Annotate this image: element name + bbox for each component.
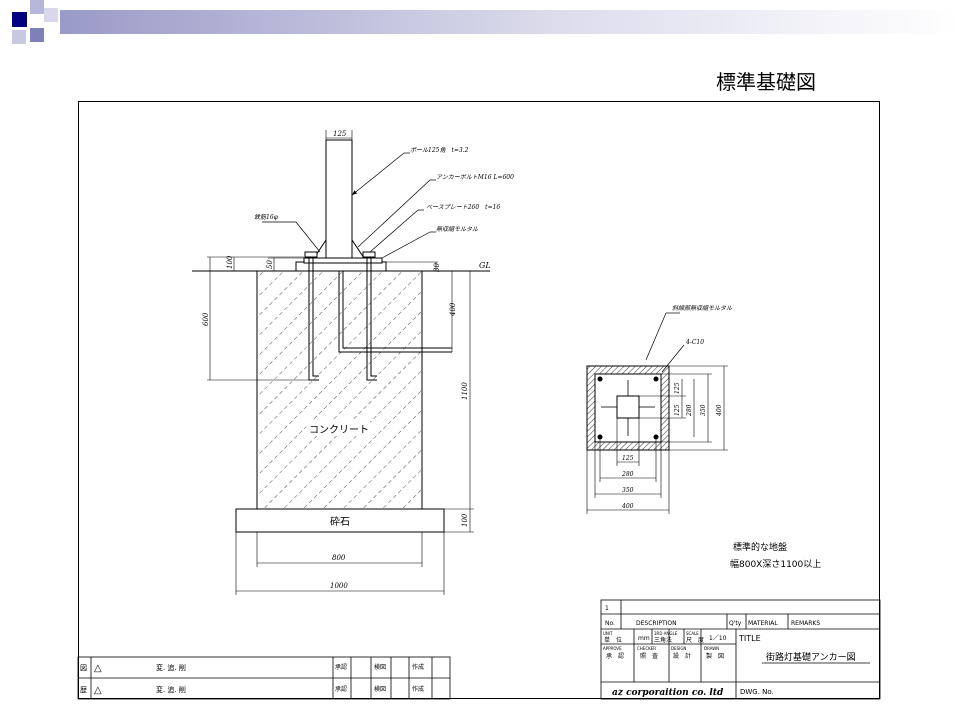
ground-note-line2: 幅800X深さ1100以上: [730, 558, 821, 570]
approve-small: APPROVE: [603, 646, 622, 651]
scale-small: SCALE: [686, 631, 699, 636]
anchor-bolts: [304, 251, 377, 381]
dim-30: 30: [433, 263, 441, 272]
slide-header-bar: [12, 0, 960, 44]
note-anchor-bolt: アンカーボルトM16 L=600: [436, 174, 514, 181]
header-square-dark: [12, 12, 27, 27]
pole: [325, 139, 353, 259]
note-base-plate: ベースプレート260 t=16: [426, 204, 500, 211]
dim-50: 50: [266, 260, 274, 269]
revision-row-1: 図 △ 変. 追. 削 承認 検図 作成: [80, 663, 424, 674]
remarks-label: REMARKS: [791, 620, 820, 627]
dim-pole-width: 125: [333, 130, 347, 138]
design-label: 設 計: [673, 652, 691, 660]
dim-400-right: 400: [449, 302, 457, 317]
dim-1000: 1000: [330, 582, 348, 590]
revision-row-2: 歴 △ 変. 追. 削 承認 検図 作成: [80, 685, 424, 696]
rebar: [338, 271, 452, 353]
scale-value: 1／10: [709, 635, 727, 642]
drawing-title: 街路灯基礎アンカー図: [766, 651, 856, 663]
base-plate: [303, 257, 383, 264]
dwg-no-label: DWG. No.: [740, 688, 774, 696]
header-square-mid2: [30, 28, 44, 42]
drawn-label: 製 図: [706, 652, 724, 660]
angle-small: 3RD ANGLE: [654, 631, 678, 636]
item-number: 1: [605, 605, 609, 612]
header-square-light2: [12, 30, 26, 44]
section-view: GL コンクリート 砕石 125: [192, 130, 514, 595]
note-chamfer: 4-C10: [685, 339, 704, 346]
description-label: DESCRIPTION: [636, 620, 677, 627]
dim-100-bottom: 100: [461, 513, 469, 527]
note-rebar: 鉄筋16φ: [254, 213, 279, 221]
dim-100-top: 100: [226, 255, 234, 269]
scale-label: 尺 度: [686, 636, 704, 644]
gravel-base: [235, 508, 445, 533]
drawn-small: DRAWN: [704, 646, 719, 651]
gravel-label: 砕石: [330, 516, 350, 528]
dim-plan-350-h: 350: [622, 487, 634, 494]
revision-approve: 承認: [335, 685, 347, 693]
title-label: TITLE: [738, 634, 761, 643]
dim-plan-400-v: 400: [716, 404, 723, 417]
revision-mark-label: 歴: [80, 686, 87, 694]
dim-600: 600: [202, 312, 210, 326]
angle-value: 三角法: [654, 636, 672, 644]
title-block-text: 1 No. DESCRIPTION Q'ty MATERIAL REMARKS …: [603, 605, 856, 698]
dim-plan-400-h: 400: [621, 503, 634, 510]
header-square-mid: [30, 0, 44, 14]
revision-create: 作成: [412, 685, 424, 693]
revision-triangle: △: [94, 663, 102, 674]
dim-plan-280-v: 280: [686, 404, 693, 417]
revision-inspect: 検図: [374, 663, 386, 671]
concrete-label-bg: [306, 420, 370, 436]
unit-value: mm: [638, 635, 650, 642]
qty-label: Q'ty: [729, 620, 742, 627]
revision-mark-label: 図: [80, 664, 87, 672]
design-small: DESIGN: [671, 646, 686, 651]
concrete-label: コンクリート: [309, 424, 369, 436]
dim-plan-125-v2: 125: [674, 404, 681, 416]
revision-approve: 承認: [335, 663, 347, 671]
plan-pole: [616, 395, 640, 419]
dim-plan-125-h: 125: [622, 455, 634, 462]
revision-change: 変. 追. 削: [156, 685, 186, 694]
title-block: [600, 599, 881, 700]
company-name: az corporaition co. ltd: [612, 688, 724, 698]
unit-small: UNIT: [603, 631, 613, 636]
slide-title: 標準基礎図: [716, 70, 816, 94]
ground-note-line1: 標準的な地盤: [733, 541, 787, 553]
note-mortar: 無収縮モルタル: [436, 225, 479, 233]
drawing-frame: [78, 101, 880, 699]
note-pole: ポール125角 t=3.2: [410, 146, 469, 154]
dim-plan-280-h: 280: [621, 471, 634, 478]
revision-inspect: 検図: [374, 685, 386, 693]
dim-1100: 1100: [461, 382, 469, 400]
dim-plan-125-v: 125: [674, 382, 681, 394]
material-label: MATERIAL: [748, 620, 778, 627]
revision-create: 作成: [412, 663, 424, 671]
header-square-light: [44, 8, 58, 22]
dim-800: 800: [332, 554, 346, 562]
checker-small: CHECKER: [637, 646, 656, 651]
revision-change: 変. 追. 削: [156, 663, 186, 672]
unit-label: 単 位: [604, 636, 622, 644]
no-label: No.: [605, 620, 615, 627]
revision-table: [77, 656, 451, 700]
gl-label: GL: [479, 261, 491, 270]
revision-triangle: △: [94, 685, 102, 696]
plan-view: 斜線部無収縮モルタル 4-C10 125 125 280 350 400: [586, 304, 733, 514]
approve-label: 承 認: [606, 652, 624, 660]
dim-plan-350-v: 350: [700, 404, 707, 416]
note-mortar-top: 斜線部無収縮モルタル: [672, 304, 733, 312]
checker-label: 照 査: [640, 652, 658, 660]
